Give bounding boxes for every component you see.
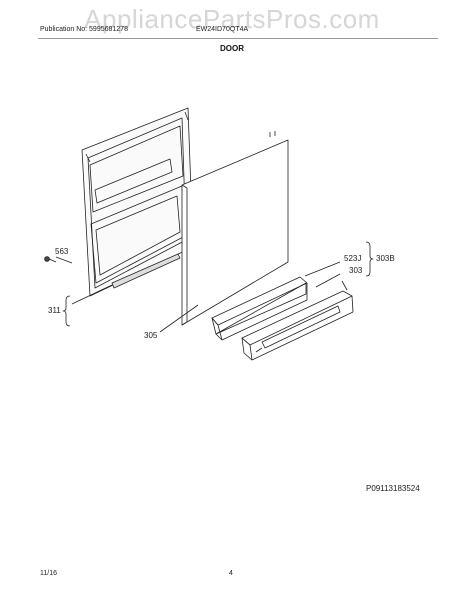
part-label-311: 311: [48, 306, 61, 315]
inner-door-frame: [81, 107, 194, 297]
kick-plate: [241, 290, 354, 361]
trim-strip: [211, 276, 308, 341]
section-title: DOOR: [220, 44, 244, 53]
model-number: EW24ID70QT4A: [196, 26, 249, 33]
document-id: P09113183524: [366, 484, 420, 493]
outer-door-panel: [181, 131, 289, 326]
watermark: AppliancePartsPros.com: [84, 4, 380, 34]
publication-number: Publication No: 5995681278: [40, 26, 128, 33]
screw-563: [44, 256, 57, 263]
part-label-303b: 303B: [376, 254, 395, 263]
header-rule: [38, 38, 438, 39]
part-label-563: 563: [55, 247, 69, 256]
footer-date: 11/16: [40, 570, 57, 577]
page-number: 4: [229, 570, 233, 577]
part-label-303: 303: [349, 266, 363, 275]
part-label-523j: 523J: [344, 254, 362, 263]
part-label-305: 305: [144, 331, 158, 340]
